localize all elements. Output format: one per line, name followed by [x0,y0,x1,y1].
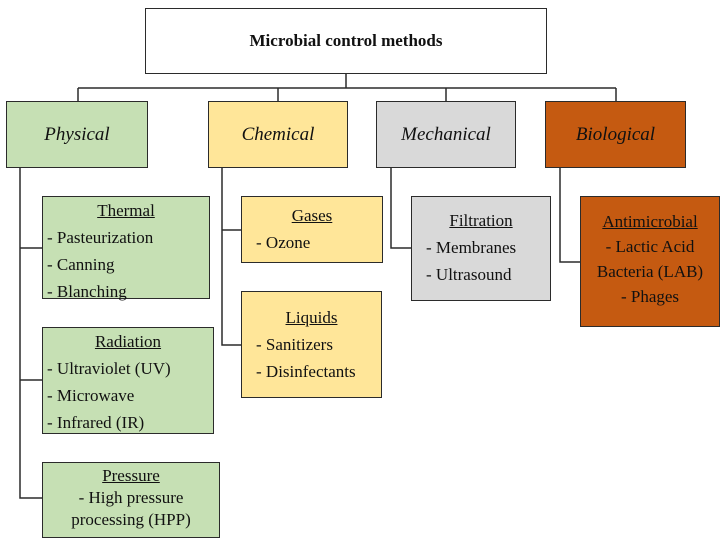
group-liquids: Liquids - Sanitizers - Disinfectants [241,291,382,398]
group-thermal-item: - Canning [47,255,115,274]
group-gases: Gases - Ozone [241,196,383,263]
group-filtration-item: - Ultrasound [426,265,512,284]
category-biological: Biological [545,101,686,168]
group-radiation-item: - Microwave [47,386,135,405]
group-antimicrobial-heading: Antimicrobial [602,212,698,231]
group-pressure-item: processing (HPP) [71,510,191,529]
group-filtration: Filtration - Membranes - Ultrasound [411,196,551,301]
category-physical-label: Physical [44,123,110,145]
group-liquids-heading: Liquids [285,308,338,327]
group-radiation-item: - Infrared (IR) [47,413,145,432]
group-gases-item: - Ozone [256,233,311,252]
category-chemical: Chemical [208,101,348,168]
group-filtration-heading: Filtration [449,211,513,230]
group-radiation-item: - Ultraviolet (UV) [47,359,171,378]
category-biological-label: Biological [575,123,656,145]
group-thermal: Thermal - Pasteurization - Canning - Bla… [42,196,210,301]
group-antimicrobial-item: - Phages [620,287,680,306]
category-physical: Physical [6,101,148,168]
group-pressure-heading: Pressure [102,466,160,485]
group-liquids-item: - Disinfectants [256,362,356,381]
group-thermal-item: - Blanching [47,282,127,301]
group-antimicrobial: Antimicrobial - Lactic Acid Bacteria (LA… [580,196,720,327]
group-antimicrobial-item: Bacteria (LAB) [596,262,704,281]
group-radiation: Radiation - Ultraviolet (UV) - Microwave… [42,327,214,434]
group-antimicrobial-item: - Lactic Acid [605,237,695,256]
group-pressure-item: - High pressure [78,488,184,507]
category-mechanical-label: Mechanical [401,123,491,145]
group-thermal-item: - Pasteurization [47,228,154,247]
group-pressure: Pressure - High pressure processing (HPP… [42,462,220,538]
group-filtration-item: - Membranes [426,238,517,257]
root-title: Microbial control methods [249,31,443,50]
category-mechanical: Mechanical [376,101,516,168]
group-thermal-heading: Thermal [97,201,155,220]
category-chemical-label: Chemical [241,123,315,145]
group-gases-heading: Gases [291,206,333,225]
group-radiation-heading: Radiation [94,332,162,351]
root-node: Microbial control methods [145,8,547,74]
group-liquids-item: - Sanitizers [256,335,333,354]
